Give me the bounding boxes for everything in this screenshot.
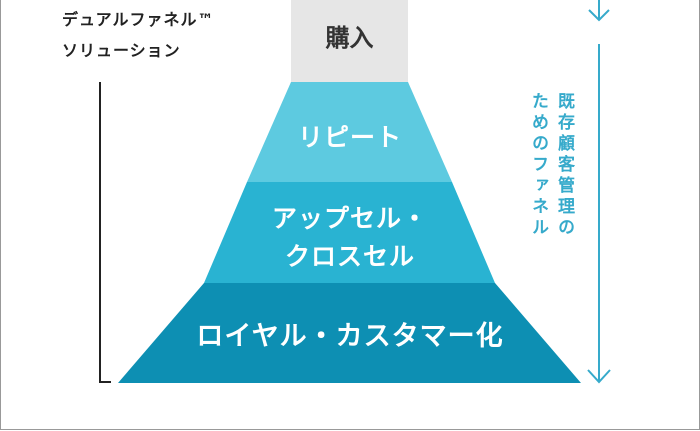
tier-loyalty-label: ロイヤル・カスタマー化 [196,321,504,352]
side-label-line1: 既存顧客管理の [554,92,574,239]
tier-upsell [204,182,495,283]
arrow-down-icon [588,0,610,22]
purchase-box [291,0,408,82]
solution-title: デュアルファネル™ ソリューション [62,10,215,60]
tier-upsell-label: アップセル・ クロスセル [271,204,428,271]
tier-loyalty [118,283,581,383]
side-label-line2: ためのファネル [528,92,548,239]
tier-repeat-label: リピート [297,123,402,152]
tier-repeat [247,82,452,182]
purchase-label: 購入 [325,24,374,52]
arrow-down-long-icon [587,44,611,384]
funnel-bracket [99,82,111,383]
